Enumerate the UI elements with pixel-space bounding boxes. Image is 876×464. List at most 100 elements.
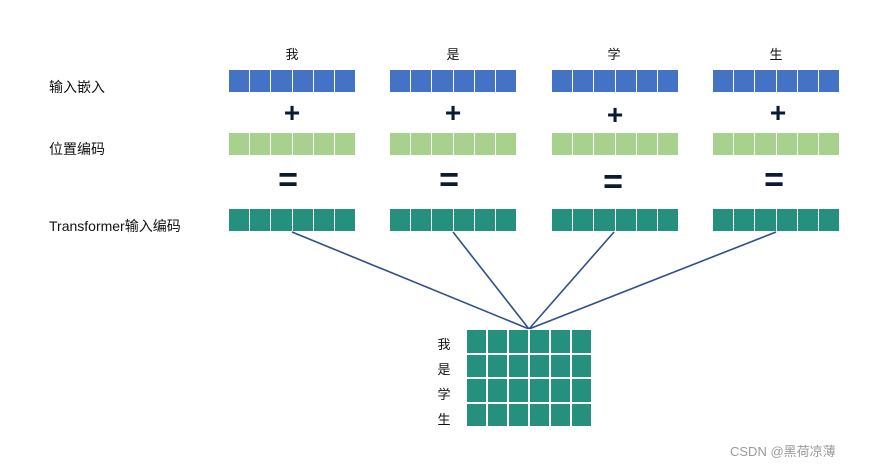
matrix-cell: [571, 378, 592, 403]
vector-cell: [453, 133, 475, 155]
vector-cell: [453, 70, 475, 92]
vector-cell: [229, 70, 251, 92]
row-label-input-embedding: 输入嵌入: [49, 79, 105, 95]
vector-cell: [657, 209, 679, 231]
vector-cell: [713, 209, 735, 231]
vector-cell: [292, 209, 314, 231]
matrix-cell: [466, 329, 487, 354]
position-vector-1: [229, 133, 356, 155]
matrix-cell: [466, 402, 487, 427]
connector-line-1: [291, 231, 530, 330]
vector-cell: [334, 70, 356, 92]
matrix-row-label-3: 学: [437, 387, 451, 402]
vector-cell: [657, 70, 679, 92]
output-matrix: [466, 329, 592, 427]
matrix-cell: [487, 402, 508, 427]
vector-cell: [755, 70, 777, 92]
matrix-cell: [487, 353, 508, 378]
matrix-cell: [550, 329, 571, 354]
matrix-cell: [571, 329, 592, 354]
vector-cell: [411, 70, 433, 92]
vector-cell: [797, 133, 819, 155]
plus-sign-3: +: [606, 99, 624, 130]
vector-cell: [776, 133, 798, 155]
transformer-vector-2: [390, 209, 517, 231]
vector-cell: [594, 209, 616, 231]
token-label-4: 生: [769, 47, 783, 62]
connector-line-3: [528, 231, 615, 330]
row-label-position-encoding: 位置编码: [49, 141, 105, 157]
embedding-vector-4: [713, 70, 840, 92]
vector-cell: [615, 209, 637, 231]
vector-cell: [552, 133, 574, 155]
vector-cell: [552, 70, 574, 92]
token-label-3: 学: [607, 47, 621, 62]
plus-sign-2: +: [444, 97, 462, 128]
vector-cell: [818, 133, 840, 155]
vector-cell: [776, 70, 798, 92]
vector-cell: [755, 209, 777, 231]
embedding-vector-1: [229, 70, 356, 92]
vector-cell: [390, 70, 412, 92]
embedding-vector-2: [390, 70, 517, 92]
vector-cell: [818, 209, 840, 231]
vector-cell: [229, 209, 251, 231]
vector-cell: [818, 70, 840, 92]
vector-cell: [713, 133, 735, 155]
equals-sign-3: =: [603, 163, 623, 201]
matrix-cell: [550, 353, 571, 378]
vector-cell: [797, 70, 819, 92]
vector-cell: [776, 209, 798, 231]
vector-cell: [390, 209, 412, 231]
vector-cell: [453, 209, 475, 231]
position-vector-2: [390, 133, 517, 155]
vector-cell: [657, 133, 679, 155]
watermark: CSDN @黑荷凉薄: [730, 444, 836, 459]
vector-cell: [797, 209, 819, 231]
vector-cell: [250, 209, 272, 231]
vector-cell: [755, 133, 777, 155]
vector-cell: [636, 209, 658, 231]
vector-cell: [573, 209, 595, 231]
plus-sign-4: +: [769, 97, 787, 128]
vector-cell: [292, 70, 314, 92]
vector-cell: [495, 209, 517, 231]
matrix-cell: [508, 378, 529, 403]
vector-cell: [713, 70, 735, 92]
connector-line-2: [452, 231, 530, 330]
vector-cell: [573, 133, 595, 155]
transformer-vector-1: [229, 209, 356, 231]
connector-line-4: [528, 231, 777, 330]
vector-cell: [432, 133, 454, 155]
matrix-cell: [529, 402, 550, 427]
matrix-cell: [466, 378, 487, 403]
vector-cell: [250, 133, 272, 155]
vector-cell: [495, 70, 517, 92]
matrix-row-label-4: 生: [437, 412, 451, 427]
equals-sign-2: =: [439, 161, 459, 199]
vector-cell: [334, 209, 356, 231]
vector-cell: [411, 133, 433, 155]
embedding-vector-3: [552, 70, 679, 92]
vector-cell: [432, 70, 454, 92]
vector-cell: [594, 70, 616, 92]
transformer-vector-4: [713, 209, 840, 231]
row-label-transformer-input: Transformer输入编码: [49, 218, 181, 234]
vector-cell: [313, 209, 335, 231]
matrix-cell: [466, 353, 487, 378]
matrix-cell: [487, 329, 508, 354]
vector-cell: [271, 209, 293, 231]
vector-cell: [495, 133, 517, 155]
matrix-row-label-1: 我: [437, 337, 451, 352]
matrix-row-label-2: 是: [437, 362, 451, 377]
vector-cell: [636, 70, 658, 92]
token-label-1: 我: [285, 47, 299, 62]
vector-cell: [474, 209, 496, 231]
matrix-cell: [508, 353, 529, 378]
position-vector-3: [552, 133, 679, 155]
matrix-cell: [508, 329, 529, 354]
vector-cell: [734, 209, 756, 231]
vector-cell: [390, 133, 412, 155]
matrix-cell: [571, 353, 592, 378]
